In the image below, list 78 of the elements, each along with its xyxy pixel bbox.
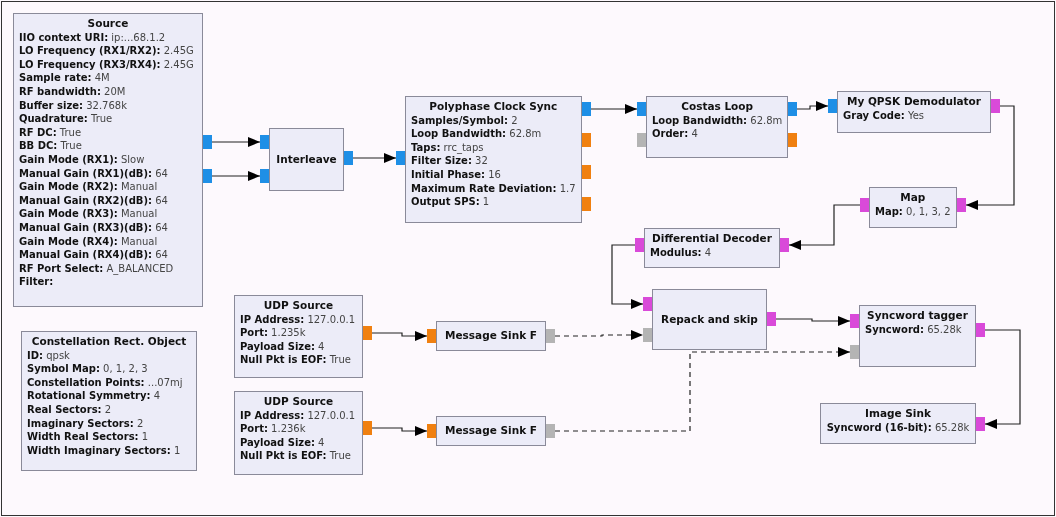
parameter-text: Null Pkt is EOF: True: [240, 449, 351, 463]
dashed-arrow: [554, 347, 851, 432]
parameter-text: Width Real Sectors: 1: [27, 430, 149, 444]
parameter-text: Order: 4: [652, 127, 698, 141]
parameter-text: Constellation Points: ...07mj: [27, 375, 183, 390]
parameter-text: Filter:: [19, 275, 54, 289]
block-title: Constellation Rect. Object: [31, 335, 187, 349]
parameter-text: IIO context URI: ip:...68.1.2: [19, 30, 166, 45]
parameter-text: Gain Mode (RX1): Slow: [19, 152, 145, 167]
block-title: Differential Decoder: [652, 232, 772, 246]
block-title: Costas Loop: [681, 100, 754, 114]
parameter-text: Taps: rrc_taps: [411, 140, 484, 155]
block-title: UDP Source: [263, 299, 334, 313]
parameter-text: RF bandwidth: 20M: [19, 84, 126, 99]
parameter-text: Syncword (16-bit): 65.28k: [826, 420, 970, 435]
parameter-text: Payload Size: 4: [240, 435, 325, 450]
parameter-text: Filter Size: 32: [411, 154, 488, 168]
block-title: Polyphase Clock Sync: [429, 100, 558, 114]
parameter-text: ID: qpsk: [27, 348, 70, 363]
parameter-text: Buffer size: 32.768k: [19, 98, 127, 113]
parameter-text: Output SPS: 1: [411, 195, 490, 209]
block-title: Repack and skip: [661, 312, 758, 327]
parameter-text: Imaginary Sectors: 2: [27, 416, 144, 431]
parameter-text: LO Frequency (RX1/RX2): 2.45G: [19, 44, 194, 58]
parameter-text: Gain Mode (RX3): Manual: [19, 207, 158, 221]
arrow: [590, 104, 638, 114]
block-title: My QPSK Demodulator: [847, 95, 981, 109]
parameter-text: Manual Gain (RX3)(dB): 64: [19, 220, 168, 235]
parameter-text: Loop Bandwidth: 62.8m: [652, 113, 783, 128]
parameter-text: Samples/Symbol: 2: [411, 113, 518, 128]
arrow: [211, 171, 261, 181]
parameter-text: IP Address: 127.0.0.1: [240, 312, 356, 327]
arrow: [611, 244, 644, 309]
parameter-text: Loop Bandwidth: 62.8m: [411, 127, 542, 141]
parameter-text: Width Imaginary Sectors: 1: [27, 443, 181, 458]
dashed-arrow: [554, 330, 644, 340]
block-title: Syncword tagger: [867, 309, 968, 323]
arrow: [371, 426, 428, 436]
arrow: [775, 316, 851, 326]
block-title: Map: [900, 191, 926, 205]
parameter-text: Modulus: 4: [650, 245, 712, 260]
parameter-text: Manual Gain (RX1)(dB): 64: [19, 166, 168, 181]
parameter-text: Rotational Symmetry: 4: [27, 389, 161, 403]
arrow: [788, 204, 861, 250]
parameter-text: BB DC: True: [19, 139, 82, 153]
arrow: [796, 101, 829, 111]
parameter-text: RF Port Select: A_BALANCED: [19, 261, 174, 276]
parameter-text: Quadrature: True: [19, 112, 113, 126]
parameter-text: Symbol Map: 0, 1, 2, 3: [27, 362, 148, 376]
parameter-text: RF DC: True: [19, 125, 82, 140]
parameter-text: Real Sectors: 2: [27, 402, 112, 417]
block-title: Message Sink F: [445, 424, 537, 438]
parameter-text: Payload Size: 4: [240, 339, 325, 354]
block-title: UDP Source: [263, 395, 334, 409]
parameter-text: Null Pkt is EOF: True: [240, 353, 351, 367]
parameter-text: Sample rate: 4M: [19, 71, 110, 85]
parameter-text: Initial Phase: 16: [411, 167, 501, 182]
block-title: Source: [87, 17, 129, 31]
parameter-text: LO Frequency (RX3/RX4): 2.45G: [19, 57, 194, 72]
parameter-text: Gray Code: Yes: [843, 108, 925, 123]
arrow: [371, 331, 428, 341]
parameter-text: Syncword: 65.28k: [865, 322, 962, 337]
parameter-text: Gain Mode (RX2): Manual: [19, 180, 158, 194]
arrow: [965, 105, 1015, 210]
parameter-text: Port: 1.235k: [240, 326, 306, 340]
arrow: [984, 329, 1021, 429]
block-title: Interleave: [276, 152, 337, 167]
parameter-text: Manual Gain (RX4)(dB): 64: [19, 248, 168, 262]
parameter-text: IP Address: 127.0.0.1: [240, 408, 356, 423]
arrow: [352, 153, 397, 163]
parameter-text: Map: 0, 1, 3, 2: [875, 204, 951, 219]
parameter-text: Port: 1.236k: [240, 422, 306, 436]
block-title: Message Sink F: [445, 329, 537, 343]
arrow: [211, 137, 261, 147]
block-title: Image Sink: [865, 407, 931, 421]
parameter-text: Manual Gain (RX2)(dB): 64: [19, 193, 168, 208]
parameter-text: Gain Mode (RX4): Manual: [19, 234, 158, 249]
parameter-text: Maximum Rate Deviation: 1.7: [411, 181, 576, 196]
